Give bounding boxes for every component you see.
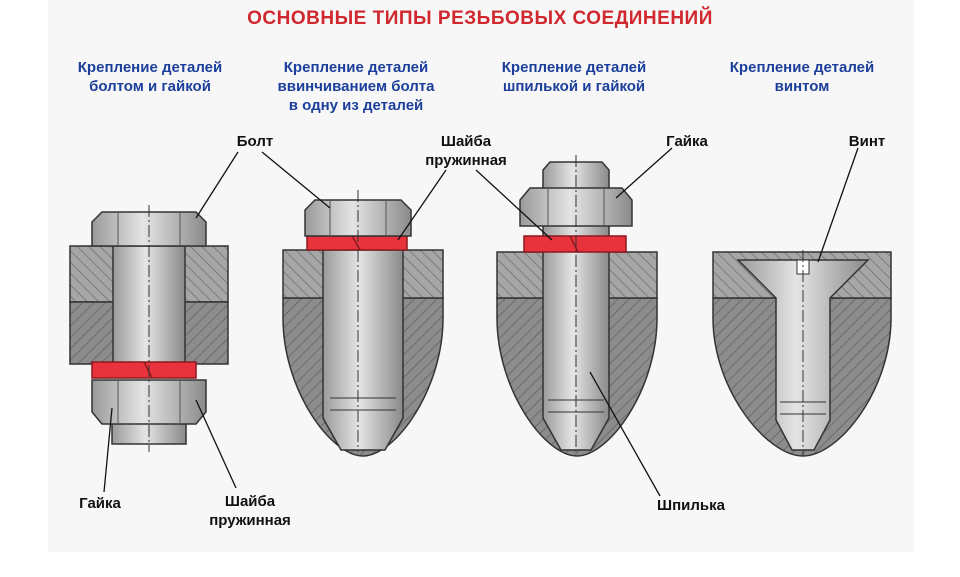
label-screw: Винт	[848, 133, 886, 150]
heading-bolt-nut: Крепление деталей болтом и гайкой	[77, 59, 223, 95]
leader-lines	[103, 147, 859, 497]
screwed-bolt-assembly	[282, 190, 444, 457]
label-spring-washer-top: Шайба пружинная	[425, 133, 507, 169]
spring-washer	[91, 361, 197, 379]
label-spring-washer-bottom: Шайба пружинная	[209, 493, 291, 529]
label-stud: Шпилька	[657, 497, 725, 514]
heading-screwed-bolt: Крепление деталей ввинчиванием болта в о…	[277, 59, 435, 114]
heading-screw: Крепление деталей винтом	[729, 59, 875, 95]
heading-stud-nut: Крепление деталей шпилькой и гайкой	[501, 59, 647, 95]
spring-washer	[523, 235, 627, 253]
page-title: ОСНОВНЫЕ ТИПЫ РЕЗЬБОВЫХ СОЕДИНЕНИЙ	[247, 8, 713, 29]
stud-nut-assembly	[496, 155, 658, 457]
bolt-body	[322, 249, 404, 451]
screw-assembly	[712, 250, 892, 457]
bolt-nut-assembly	[69, 205, 229, 452]
label-nut-top: Гайка	[666, 133, 708, 150]
label-nut-bottom: Гайка	[79, 495, 121, 512]
spring-washer	[306, 235, 408, 251]
label-bolt: Болт	[236, 133, 274, 150]
